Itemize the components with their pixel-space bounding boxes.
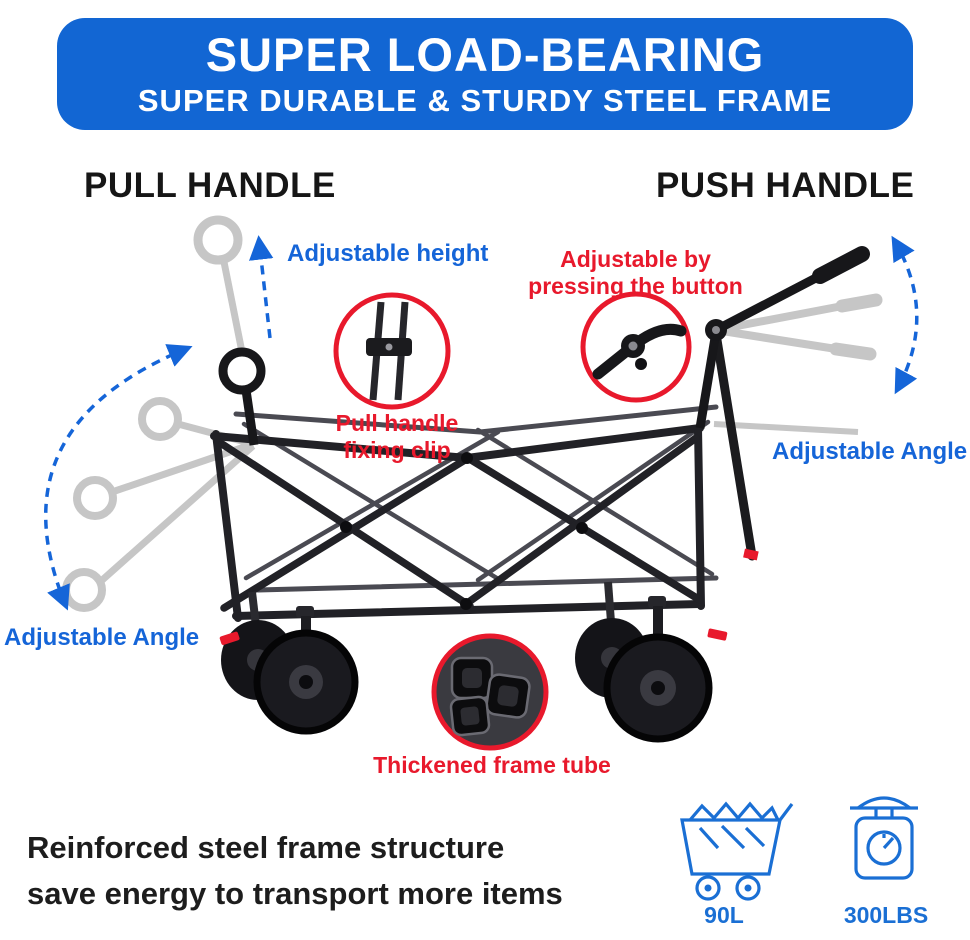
adjustable-angle-right-label: Adjustable Angle xyxy=(772,438,968,465)
callout-frame-tube xyxy=(431,633,549,751)
banner-title: SUPER LOAD-BEARING xyxy=(205,27,765,81)
adjustable-button-label: Adjustable by pressing the button xyxy=(508,246,763,300)
footer-line2: save energy to transport more items xyxy=(27,876,563,911)
pull-clip-label: Pull handle fixing clip xyxy=(322,410,472,464)
angle-arc-right xyxy=(891,235,919,395)
banner-subtitle: SUPER DURABLE & STURDY STEEL FRAME xyxy=(137,82,833,118)
adjustable-button-line2: pressing the button xyxy=(528,273,743,300)
pull-clip-line2: fixing clip xyxy=(343,437,451,464)
steel-frame xyxy=(210,329,759,622)
scale-icon xyxy=(850,796,918,880)
callout-fold-hinge xyxy=(580,291,692,403)
adjustable-angle-left-label: Adjustable Angle xyxy=(4,624,200,651)
adjustable-height-label: Adjustable height xyxy=(287,240,489,267)
push-handle-heading: PUSH HANDLE xyxy=(656,166,915,205)
wheels xyxy=(219,581,728,743)
thickened-tube-label: Thickened frame tube xyxy=(373,752,611,778)
capacity-label: 90L xyxy=(704,902,744,928)
pull-handle xyxy=(218,347,266,446)
adjustable-button-line1: Adjustable by xyxy=(560,246,711,272)
angle-arc-left xyxy=(44,344,193,611)
weight-label: 300LBS xyxy=(843,902,929,928)
adjust-arrows xyxy=(44,235,919,611)
cart-capacity-icon xyxy=(680,801,794,901)
callout-fixing-clip xyxy=(333,292,451,410)
pull-clip-line1: Pull handle xyxy=(335,410,459,436)
footer-line1: Reinforced steel frame structure xyxy=(27,830,505,865)
header-banner: SUPER LOAD-BEARING SUPER DURABLE & STURD… xyxy=(57,18,913,130)
pull-handle-heading: PULL HANDLE xyxy=(84,166,336,205)
push-handle xyxy=(695,246,870,429)
push-handle-ghosts xyxy=(713,293,883,435)
height-adjust-arrow xyxy=(249,235,274,339)
pull-handle-ghosts xyxy=(62,215,256,612)
